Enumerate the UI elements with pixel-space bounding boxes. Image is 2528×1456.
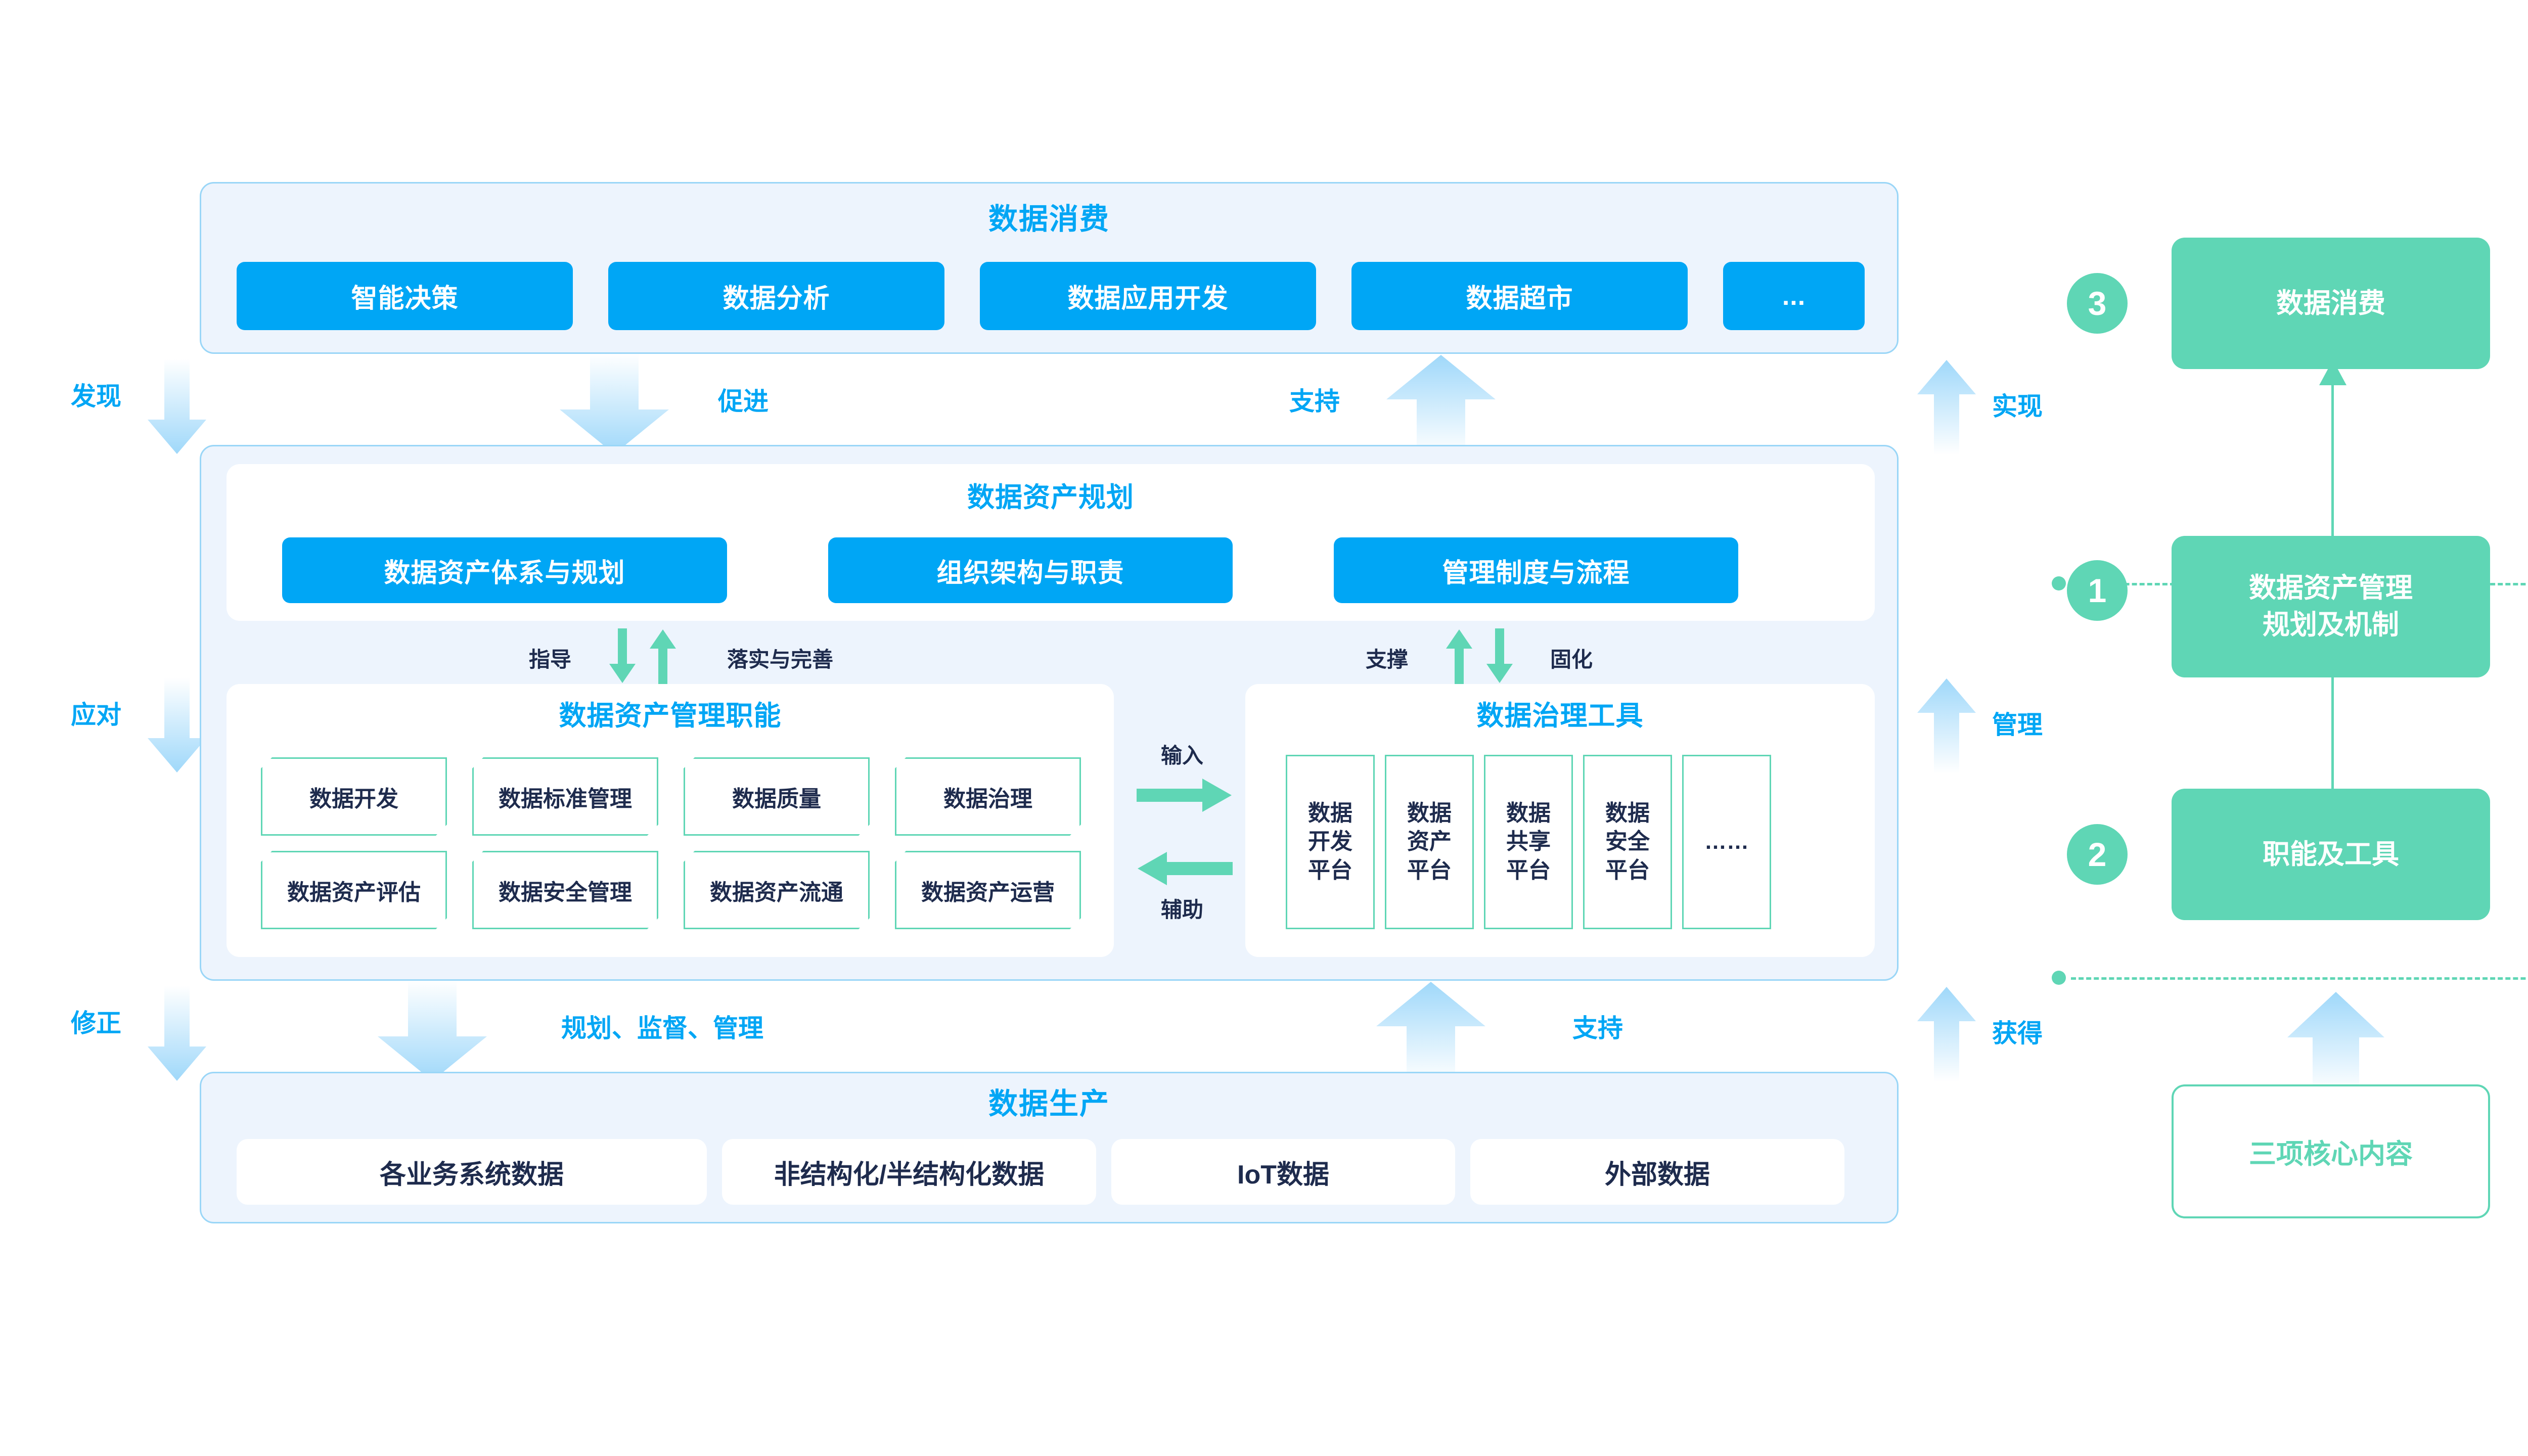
tool-line: 资产 xyxy=(1407,829,1452,854)
plan-supervise-arrow-down xyxy=(378,981,487,1081)
tool-line: 数据 xyxy=(1407,801,1452,826)
planning-title: 数据资产规划 xyxy=(967,482,1134,513)
function-box-2[interactable]: 数据质量 xyxy=(684,757,870,836)
sidebar-divider-2 xyxy=(2071,977,2528,980)
guide-arrow-down xyxy=(609,628,636,683)
tool-line: 平台 xyxy=(1407,857,1452,883)
solidify-arrow-down xyxy=(1486,628,1513,683)
function-box-1[interactable]: 数据标准管理 xyxy=(472,757,658,836)
tool-box-3[interactable]: 数据 安全 平台 xyxy=(1583,755,1672,929)
assist-arrow-left xyxy=(1138,852,1233,885)
sidebar-box-planning-line-0: 数据资产管理 xyxy=(2249,573,2413,604)
tool-box-2[interactable]: 数据 共享 平台 xyxy=(1484,755,1573,929)
implement-label: 落实与完善 xyxy=(727,647,833,671)
tool-ellipsis: …… xyxy=(1704,829,1749,854)
support-top-label: 支持 xyxy=(1289,387,1340,416)
input-label: 输入 xyxy=(1160,743,1203,767)
consumption-chip-1[interactable]: 数据分析 xyxy=(608,262,944,330)
input-arrow-right xyxy=(1137,779,1232,812)
tool-line: 开发 xyxy=(1308,829,1352,854)
left-rail-label-0: 发现 xyxy=(71,382,121,411)
solidify-label: 固化 xyxy=(1550,647,1593,671)
consumption-chip-3[interactable]: 数据超市 xyxy=(1351,262,1688,330)
tool-line: 平台 xyxy=(1506,857,1551,883)
tools-title: 数据治理工具 xyxy=(1476,700,1644,731)
underpin-label: 支撑 xyxy=(1365,647,1408,671)
tool-line: 平台 xyxy=(1605,857,1650,883)
right-arrow-up-1 xyxy=(1917,678,1976,774)
tool-line: 共享 xyxy=(1506,829,1551,854)
function-box-7[interactable]: 数据资产运营 xyxy=(895,851,1081,929)
consumption-chip-4[interactable]: ... xyxy=(1723,262,1865,330)
consumption-title: 数据消费 xyxy=(988,203,1110,236)
support-arrow-up-top xyxy=(1386,355,1496,455)
production-panel: 数据生产 各业务系统数据 非结构化/半结构化数据 IoT数据 外部数据 xyxy=(200,1072,1899,1223)
production-title: 数据生产 xyxy=(988,1087,1110,1120)
consumption-chip-2[interactable]: 数据应用开发 xyxy=(980,262,1316,330)
right-arrow-up-2 xyxy=(1917,987,1976,1082)
sidebar-arrow-up-to-consumption xyxy=(2319,360,2346,385)
sidebar-box-planning-line-1: 规划及机制 xyxy=(2263,610,2399,640)
sidebar-box-tools[interactable]: 职能及工具 xyxy=(2172,789,2490,920)
left-arrow-down-2 xyxy=(148,986,206,1081)
sidebar-box-consumption[interactable]: 数据消费 xyxy=(2172,238,2490,369)
support-arrow-up-bottom xyxy=(1376,982,1485,1082)
implement-arrow-up xyxy=(650,629,676,684)
sidebar-number-3: 3 xyxy=(2067,273,2128,334)
tools-card: 数据治理工具 数据 开发 平台 数据 资产 平台 数据 共享 平台 数据 安全 … xyxy=(1245,684,1875,957)
right-rail-label-0: 实现 xyxy=(1992,392,2043,421)
planning-chip-0[interactable]: 数据资产体系与规划 xyxy=(282,537,727,603)
support-bottom-label: 支持 xyxy=(1572,1014,1623,1042)
right-rail-label-2: 获得 xyxy=(1992,1019,2043,1048)
function-box-0[interactable]: 数据开发 xyxy=(261,757,447,836)
tool-line: 数据 xyxy=(1605,801,1650,826)
function-box-4[interactable]: 数据资产评估 xyxy=(261,851,447,929)
right-arrow-up-0 xyxy=(1917,360,1976,455)
consumption-chip-0[interactable]: 智能决策 xyxy=(237,262,573,330)
sidebar-footer-arrow-up xyxy=(2287,992,2384,1092)
sidebar-connector-line-upper xyxy=(2331,377,2334,566)
promote-label: 促进 xyxy=(718,387,769,416)
sidebar-number-1: 1 xyxy=(2067,560,2128,621)
left-rail-label-2: 修正 xyxy=(71,1009,121,1037)
tool-line: 安全 xyxy=(1605,829,1650,854)
sidebar-box-planning[interactable]: 数据资产管理 规划及机制 xyxy=(2172,536,2490,677)
right-rail-label-1: 管理 xyxy=(1992,711,2043,739)
tool-box-1[interactable]: 数据 资产 平台 xyxy=(1385,755,1474,929)
sidebar-connector-line-lower xyxy=(2331,677,2334,824)
functions-card: 数据资产管理职能 数据开发 数据标准管理 数据质量 数据治理 数据资产评估 数据… xyxy=(227,684,1114,957)
plan-supervise-label: 规划、监督、管理 xyxy=(561,1014,763,1042)
production-chip-3[interactable]: 外部数据 xyxy=(1470,1139,1844,1205)
sidebar-divider-dot-2 xyxy=(2052,971,2066,985)
tool-line: 数据 xyxy=(1308,801,1352,826)
tool-line: 数据 xyxy=(1506,801,1551,826)
tool-box-0[interactable]: 数据 开发 平台 xyxy=(1286,755,1375,929)
left-rail-label-1: 应对 xyxy=(71,701,121,729)
function-box-3[interactable]: 数据治理 xyxy=(895,757,1081,836)
assist-label: 辅助 xyxy=(1160,897,1203,922)
guide-label: 指导 xyxy=(528,647,571,671)
planning-card: 数据资产规划 数据资产体系与规划 组织架构与职责 管理制度与流程 xyxy=(227,464,1875,621)
underpin-arrow-up xyxy=(1446,629,1472,684)
planning-chip-1[interactable]: 组织架构与职责 xyxy=(828,537,1233,603)
planning-chip-2[interactable]: 管理制度与流程 xyxy=(1334,537,1738,603)
sidebar-number-2: 2 xyxy=(2067,824,2128,885)
sidebar-divider-dot-1 xyxy=(2052,576,2066,590)
consumption-panel: 数据消费 智能决策 数据分析 数据应用开发 数据超市 ... xyxy=(200,182,1899,354)
production-chip-2[interactable]: IoT数据 xyxy=(1111,1139,1455,1205)
promote-arrow-down xyxy=(560,354,669,454)
left-arrow-down-0 xyxy=(148,359,206,454)
tool-box-4[interactable]: …… xyxy=(1682,755,1771,929)
functions-title: 数据资产管理职能 xyxy=(559,700,782,731)
left-arrow-down-1 xyxy=(148,677,206,772)
production-chip-0[interactable]: 各业务系统数据 xyxy=(237,1139,707,1205)
function-box-5[interactable]: 数据安全管理 xyxy=(472,851,658,929)
planning-panel: 数据资产规划 数据资产体系与规划 组织架构与职责 管理制度与流程 指导 落实与完… xyxy=(200,445,1899,981)
tool-line: 平台 xyxy=(1308,857,1352,883)
sidebar-footer-box[interactable]: 三项核心内容 xyxy=(2172,1084,2490,1218)
function-box-6[interactable]: 数据资产流通 xyxy=(684,851,870,929)
production-chip-1[interactable]: 非结构化/半结构化数据 xyxy=(722,1139,1096,1205)
